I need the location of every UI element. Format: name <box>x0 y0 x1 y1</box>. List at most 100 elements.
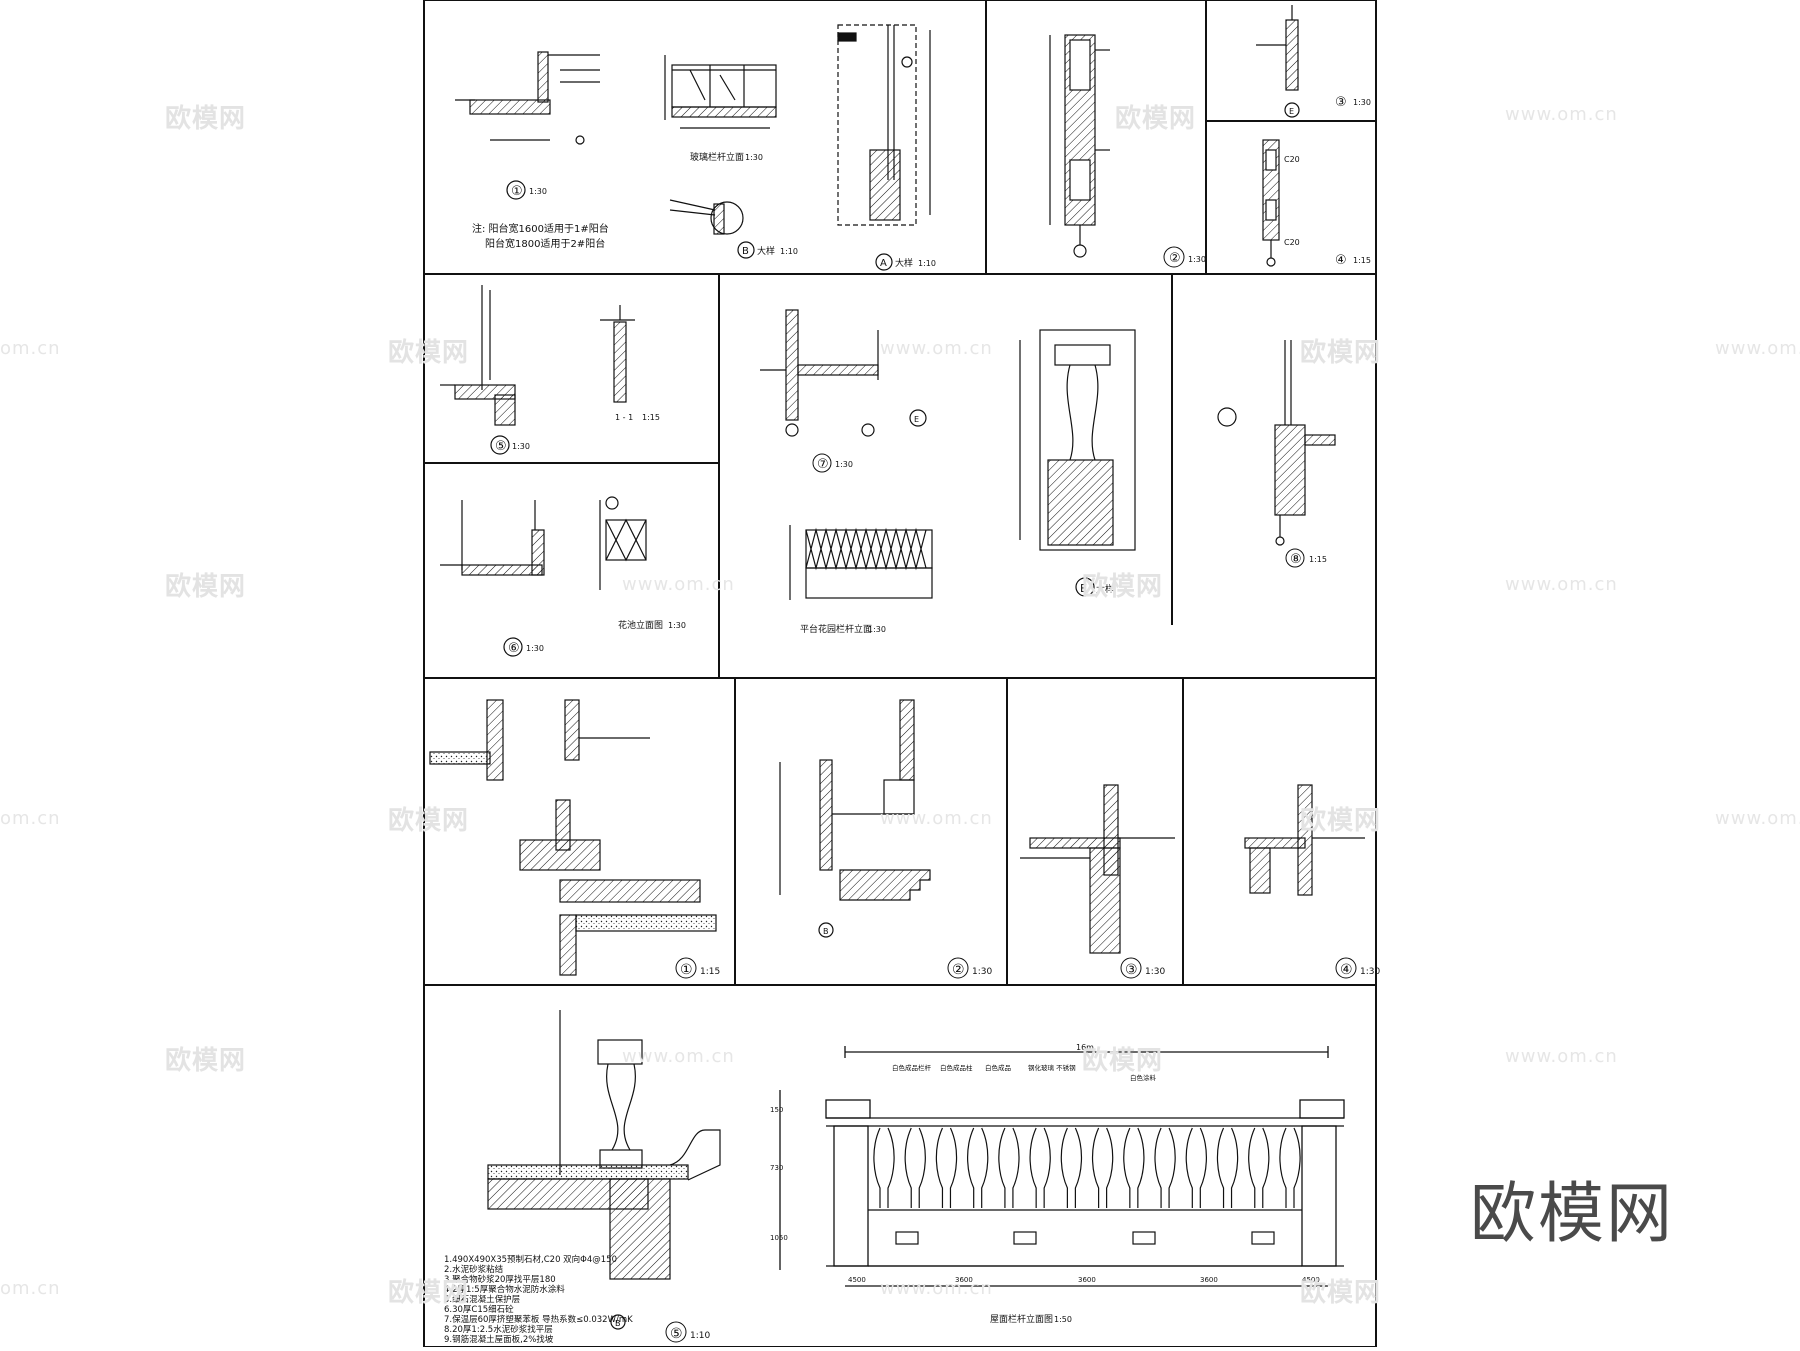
glass-railing-scale: 1:30 <box>745 153 763 162</box>
bottom-panel-1-mark-circle <box>675 957 697 979</box>
baluster <box>1123 1127 1145 1208</box>
flower-bed-scale: 1:30 <box>668 621 686 630</box>
detail-E <box>1019 329 1136 597</box>
vent-openings <box>895 1231 1275 1245</box>
detail-E-mark: E <box>1080 582 1087 595</box>
detail-B-title: 大样 <box>757 245 775 257</box>
note-line: 9.钢筋混凝土屋面板,2%找坡 <box>444 1334 554 1345</box>
roof-span-dims: 4500 3600 3600 3600 4500 <box>848 1276 1320 1284</box>
watermark: 欧模网 <box>1300 806 1382 836</box>
detail-A-mark: A <box>880 258 887 269</box>
platform-railing-scale: 1:30 <box>868 625 886 634</box>
panel-8-scale: 1:15 <box>1309 555 1327 564</box>
span-dim: 4500 <box>1302 1276 1320 1284</box>
watermark: 欧模网 <box>1082 1046 1164 1076</box>
baluster <box>998 1127 1020 1208</box>
watermark: 欧模网 <box>165 104 247 134</box>
vent-opening <box>1251 1231 1275 1245</box>
height-dim: 150 <box>770 1106 783 1114</box>
bottom-panel-4-mark: ④ <box>1340 962 1353 978</box>
height-dim: 730 <box>770 1164 783 1172</box>
watermark: 欧模网 <box>1300 338 1382 368</box>
roof-railing-scale: 1:50 <box>1054 1315 1072 1324</box>
vent-opening <box>895 1231 919 1245</box>
watermark-url: www.om.cn <box>1505 574 1618 595</box>
baluster <box>1185 1127 1207 1208</box>
watermark: 欧模网 <box>388 338 470 368</box>
panel-1-balcony-section <box>455 51 600 200</box>
height-dim: 1050 <box>770 1234 788 1242</box>
roof-label: 白色成品 <box>985 1063 1011 1072</box>
baluster <box>1029 1127 1051 1208</box>
span-dim: 3600 <box>955 1276 973 1284</box>
note-line: 2.水泥砂浆粘结 <box>444 1264 503 1275</box>
panel-6-mark: ⑥ <box>508 641 520 656</box>
flower-bed-title: 花池立面图 <box>618 619 663 631</box>
watermark: 欧模网 <box>1115 104 1197 134</box>
panel-4-section <box>1262 139 1280 267</box>
watermark-url: www.om.cn <box>622 1046 735 1067</box>
watermark-url: www.om.cn <box>880 808 993 829</box>
brand-logo-text: 欧模网 <box>1470 1175 1674 1252</box>
watermark-url: www.om.cn <box>880 1278 993 1299</box>
panel-8-mark-circle <box>1285 548 1305 568</box>
detail-A-title: 大样 <box>895 257 913 269</box>
panel-3-scale: 1:30 <box>1353 98 1371 107</box>
watermark: 欧模网 <box>388 806 470 836</box>
panel-2-mark: ② <box>1169 251 1181 266</box>
roof-labels: 白色成品栏杆 白色成品柱 白色成品 钢化玻璃 不锈钢 白色涂料 <box>892 1063 1157 1082</box>
bottom-panel-5-section <box>487 1010 721 1330</box>
baluster <box>1092 1127 1114 1208</box>
roof-railing-title: 屋面栏杆立面图 <box>990 1313 1053 1325</box>
bottom-panel-4-mark-circle <box>1335 957 1357 979</box>
bottom-panel-2 <box>779 699 931 938</box>
panel-3-mark: ③ <box>1335 95 1347 110</box>
panel-2-section <box>1049 34 1110 258</box>
watermark: 欧模网 <box>1082 572 1164 602</box>
platform-railing-title: 平台花园栏杆立面 <box>800 623 872 635</box>
roof-total-dim: 16m <box>1076 1043 1094 1052</box>
watermark: 欧模网 <box>388 1278 470 1308</box>
baluster <box>1060 1127 1082 1208</box>
bottom-panel-2-mark-circle <box>947 957 969 979</box>
bottom-panel-5-mark: ⑤ <box>670 1326 683 1342</box>
construction-notes: 1.490X490X35预制石材,C20 双向Φ4@150 2.水泥砂浆粘结 3… <box>444 1254 633 1345</box>
watermark-url: www.om.cn <box>1505 1046 1618 1067</box>
panel-7-section <box>760 309 927 437</box>
panel-5-section <box>440 285 516 455</box>
bottom-panel-1-scale: 1:15 <box>700 967 720 977</box>
bottom-panel-5-ref: B <box>615 1319 621 1328</box>
watermark: 欧模网 <box>165 1046 247 1076</box>
panel-4-scale: 1:15 <box>1353 256 1371 265</box>
panel-4-mark: ④ <box>1335 253 1347 268</box>
baluster <box>1248 1127 1270 1208</box>
panel-1-note-1: 注: 阳台宽1600适用于1#阳台 <box>472 222 609 235</box>
panel-5-scale: 1:30 <box>512 442 530 451</box>
panel-6-section <box>440 500 545 657</box>
baluster <box>873 1127 895 1208</box>
baluster <box>967 1127 989 1208</box>
panel-7-scale: 1:30 <box>835 460 853 469</box>
note-line: 5.细石混凝土保护层 <box>444 1294 520 1305</box>
bottom-panel-2-scale: 1:30 <box>972 967 992 977</box>
roof-label: 钢化玻璃 不锈钢 <box>1028 1063 1076 1072</box>
baluster <box>1216 1127 1239 1208</box>
watermark: 欧模网 <box>1300 1278 1382 1308</box>
detail-B-mark: B <box>742 246 749 257</box>
glass-railing-title: 玻璃栏杆立面 <box>690 151 744 163</box>
watermark-url: www.om.cn <box>880 338 993 359</box>
panel-2-mark-circle <box>1163 246 1185 268</box>
section-1-1-title: 1 - 1 <box>615 413 633 422</box>
roof-label: 白色成品栏杆 <box>892 1063 932 1072</box>
note-line: 7.保温层60厚挤塑聚苯板 导热系数≤0.032W/mK <box>444 1314 633 1325</box>
bottom-panel-5-mark-circle <box>665 1321 687 1343</box>
span-dim: 3600 <box>1200 1276 1218 1284</box>
bottom-panel-3-mark: ③ <box>1125 962 1138 978</box>
note-line: 1.490X490X35预制石材,C20 双向Φ4@150 <box>444 1254 617 1265</box>
watermark-url: om.cn <box>0 1278 61 1299</box>
bottom-panel-2-mark: ② <box>952 962 965 978</box>
section-1-1-scale: 1:15 <box>642 413 660 422</box>
watermark-url: www.om.cn <box>1715 808 1800 829</box>
watermark-url: om.cn <box>0 808 61 829</box>
bottom-panel-2-ref: B <box>823 927 829 936</box>
